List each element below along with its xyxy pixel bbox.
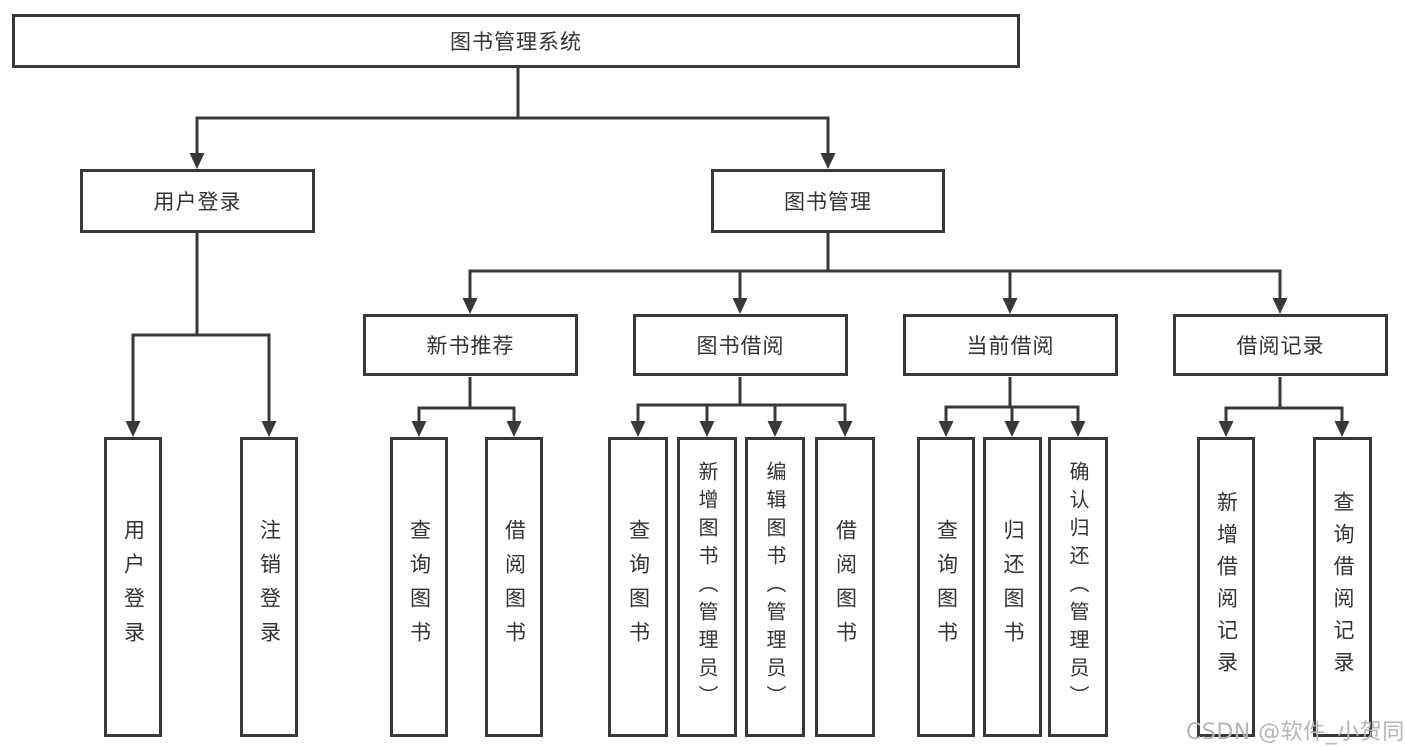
- node-current-borrow: 当前借阅: [903, 314, 1118, 376]
- leaf-user-login: 用户登录: [104, 437, 162, 737]
- leaf-return-book-label: 归还图书: [1001, 519, 1025, 655]
- leaf-add-borrow-record-label: 新增借阅记录: [1214, 491, 1239, 683]
- leaf-add-borrow-record: 新增借阅记录: [1197, 437, 1255, 737]
- node-new-book-recommend-label: 新书推荐: [426, 334, 515, 358]
- leaf-logout: 注销登录: [240, 437, 298, 737]
- leaf-borrow-books-recommend-label: 借阅图书: [502, 519, 527, 655]
- leaf-query-books-current-label: 查询图书: [934, 519, 959, 655]
- leaf-add-book-admin-label: 新增图书（管理员）: [695, 461, 719, 713]
- node-borrow-records-label: 借阅记录: [1236, 334, 1325, 358]
- node-current-borrow-label: 当前借阅: [966, 334, 1055, 358]
- leaf-edit-book-admin-label: 编辑图书（管理员）: [763, 461, 787, 713]
- node-borrow-records: 借阅记录: [1173, 314, 1388, 376]
- leaf-user-login-label: 用户登录: [121, 519, 146, 655]
- node-book-management: 图书管理: [711, 169, 945, 233]
- node-library-system-label: 图书管理系统: [450, 30, 582, 54]
- leaf-query-books-borrow: 查询图书: [608, 437, 668, 737]
- node-book-borrow-label: 图书借阅: [696, 334, 785, 358]
- leaf-borrow-books-borrow-label: 借阅图书: [833, 519, 858, 655]
- leaf-edit-book-admin: 编辑图书（管理员）: [745, 437, 805, 737]
- leaf-logout-label: 注销登录: [257, 519, 282, 655]
- leaf-query-borrow-record: 查询借阅记录: [1313, 437, 1372, 737]
- leaf-confirm-return-admin: 确认归还（管理员）: [1048, 437, 1108, 737]
- leaf-query-books-current: 查询图书: [917, 437, 975, 737]
- node-book-borrow: 图书借阅: [633, 314, 848, 376]
- node-library-system: 图书管理系统: [12, 14, 1020, 68]
- node-user-login: 用户登录: [80, 169, 315, 233]
- node-new-book-recommend: 新书推荐: [363, 314, 578, 376]
- leaf-query-books-recommend: 查询图书: [390, 437, 448, 737]
- leaf-query-books-borrow-label: 查询图书: [626, 519, 651, 655]
- arrowheads: [125, 153, 1350, 437]
- leaf-return-book: 归还图书: [983, 437, 1042, 737]
- leaf-confirm-return-admin-label: 确认归还（管理员）: [1066, 461, 1090, 713]
- leaf-borrow-books-borrow: 借阅图书: [815, 437, 875, 737]
- leaf-borrow-books-recommend: 借阅图书: [485, 437, 543, 737]
- leaf-add-book-admin: 新增图书（管理员）: [677, 437, 737, 737]
- leaf-query-borrow-record-label: 查询借阅记录: [1331, 491, 1355, 683]
- node-book-management-label: 图书管理: [784, 190, 872, 214]
- csdn-watermark: CSDN @软件_小贺同学: [1186, 720, 1405, 745]
- node-user-login-label: 用户登录: [153, 190, 242, 214]
- leaf-query-books-recommend-label: 查询图书: [407, 519, 432, 655]
